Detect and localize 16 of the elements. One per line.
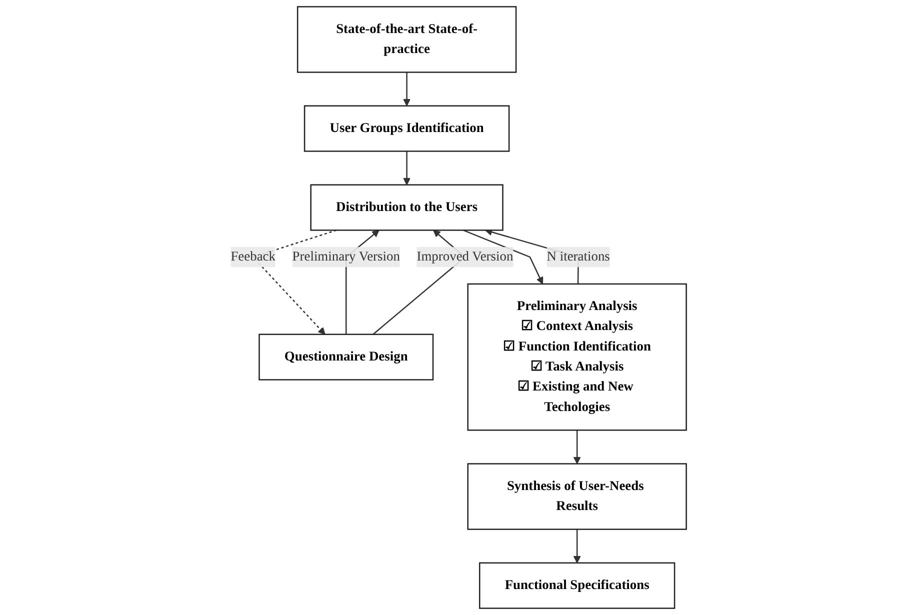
node-box: State-of-the-art State-of-practice <box>296 6 517 73</box>
arrow <box>462 230 544 284</box>
node-box: Questionnaire Design <box>258 334 434 380</box>
node-box: User Groups Identification <box>304 105 510 152</box>
edge-label: Preliminary Version <box>292 250 400 264</box>
arrow <box>573 529 581 564</box>
arrow <box>403 72 410 106</box>
edge-label: N iterations <box>546 250 610 264</box>
edge-label: Improved Version <box>416 250 514 264</box>
edge-label: Feeback <box>230 250 276 264</box>
node-box: Preliminary Analysis ☑ Context Analysis ☑ Function Identification ☑ Task Analysis ☑ Existing and New Techologies <box>467 283 687 431</box>
arrow <box>573 430 581 464</box>
node-box: Synthesis of User-Needs Results <box>467 463 687 530</box>
node-box: Functional Specifications <box>479 562 676 609</box>
node-box: Distribution to the Users <box>310 184 504 231</box>
arrow <box>403 151 410 186</box>
